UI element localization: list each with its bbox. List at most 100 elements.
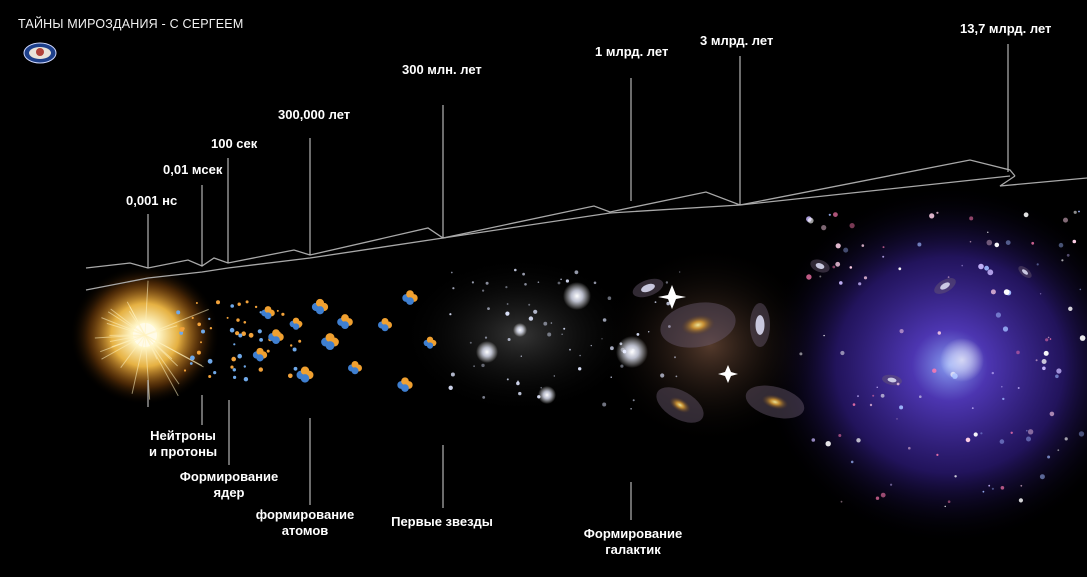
- particle: [241, 331, 246, 337]
- proton: [292, 317, 300, 324]
- star-dot: [620, 364, 624, 368]
- nucleus: [397, 377, 413, 392]
- distant-galaxy: [1073, 210, 1077, 214]
- distant-galaxy: [995, 312, 1002, 318]
- nucleus: [402, 290, 418, 305]
- particle: [237, 353, 242, 359]
- neutron: [426, 342, 434, 349]
- stage-label-line: Нейтроны: [150, 428, 216, 443]
- distant-galaxy: [819, 275, 822, 278]
- distant-galaxy: [839, 281, 843, 285]
- distant-galaxy: [861, 244, 865, 247]
- galaxy-core: [755, 315, 765, 335]
- distant-galaxy: [849, 223, 855, 229]
- distant-galaxy: [1026, 429, 1028, 432]
- distant-galaxy: [1010, 431, 1013, 434]
- galaxies-field: [632, 210, 1086, 508]
- distant-galaxy: [835, 243, 841, 249]
- distant-galaxy: [806, 274, 812, 280]
- proton: [325, 333, 335, 342]
- distant-galaxy: [1036, 263, 1039, 266]
- star-dot: [485, 281, 489, 285]
- star-dot: [602, 318, 607, 322]
- star-dot: [516, 381, 520, 386]
- light-ray: [109, 334, 146, 343]
- star-dot: [630, 408, 632, 410]
- particle: [248, 332, 254, 338]
- distant-galaxy: [838, 434, 842, 437]
- light-ray: [144, 308, 209, 336]
- particle: [201, 329, 205, 334]
- stage-label-line: формирование: [255, 507, 355, 522]
- distant-galaxy: [1047, 336, 1050, 339]
- distant-galaxy: [869, 403, 873, 407]
- distant-galaxy: [1072, 239, 1077, 244]
- star-dot: [482, 396, 486, 399]
- light-ray: [131, 334, 146, 394]
- distant-galaxy: [1027, 429, 1034, 435]
- star-dot: [553, 375, 555, 377]
- particle: [195, 302, 198, 304]
- particle: [231, 356, 236, 362]
- distant-galaxy: [821, 225, 827, 231]
- distant-galaxy: [1063, 217, 1068, 223]
- particle: [233, 375, 237, 379]
- particle: [232, 368, 236, 372]
- distant-galaxy: [971, 407, 974, 409]
- distant-galaxy: [947, 500, 951, 504]
- star-dot: [610, 346, 614, 351]
- star-dot: [473, 365, 475, 368]
- light-ray: [144, 334, 179, 397]
- particle: [197, 322, 201, 327]
- distant-galaxy: [876, 386, 878, 388]
- light-ray: [144, 334, 178, 367]
- star-dot: [565, 279, 570, 283]
- galaxy: [750, 303, 770, 347]
- big-bang-rays: [94, 280, 209, 400]
- particle: [190, 355, 195, 361]
- bright-star: [563, 282, 591, 310]
- galaxy: [656, 387, 704, 423]
- nucleus: [311, 298, 329, 315]
- galaxy-core: [761, 394, 789, 410]
- particle: [213, 371, 217, 375]
- distant-galaxy: [969, 216, 974, 221]
- distant-galaxy: [899, 329, 904, 334]
- distant-galaxy: [811, 438, 816, 442]
- channel-logo-icon: [23, 42, 57, 64]
- distant-galaxy: [917, 242, 922, 247]
- nucleus: [337, 314, 353, 330]
- distant-galaxy: [1045, 338, 1049, 342]
- neutron: [315, 306, 325, 315]
- time-mark-label: 300 млн. лет: [402, 62, 482, 77]
- star-dot: [674, 356, 676, 359]
- proton: [315, 298, 325, 308]
- particle: [259, 338, 263, 342]
- particle: [245, 300, 249, 304]
- neutron: [292, 323, 300, 330]
- particle: [266, 349, 270, 353]
- nuclei-field: [252, 290, 437, 392]
- neutron: [381, 324, 389, 332]
- star-dot: [590, 344, 592, 347]
- distant-galaxy: [799, 352, 803, 356]
- galaxy-core: [681, 314, 715, 336]
- distant-galaxy: [1078, 431, 1085, 437]
- neutron: [264, 312, 272, 320]
- star-dot: [593, 281, 597, 285]
- light-ray: [144, 280, 149, 336]
- star-dot: [547, 332, 552, 337]
- distant-galaxy: [840, 350, 845, 356]
- distant-galaxy: [980, 432, 983, 435]
- light-ray: [144, 334, 151, 400]
- star-dot: [448, 385, 453, 390]
- distant-galaxy: [994, 242, 1000, 248]
- particle: [207, 358, 213, 364]
- distant-galaxy: [969, 240, 972, 243]
- particle: [243, 377, 249, 382]
- distant-galaxy: [954, 475, 957, 478]
- star-dot: [654, 301, 657, 303]
- distant-galaxy: [840, 500, 843, 503]
- particle: [243, 365, 246, 368]
- star-dot: [533, 309, 538, 314]
